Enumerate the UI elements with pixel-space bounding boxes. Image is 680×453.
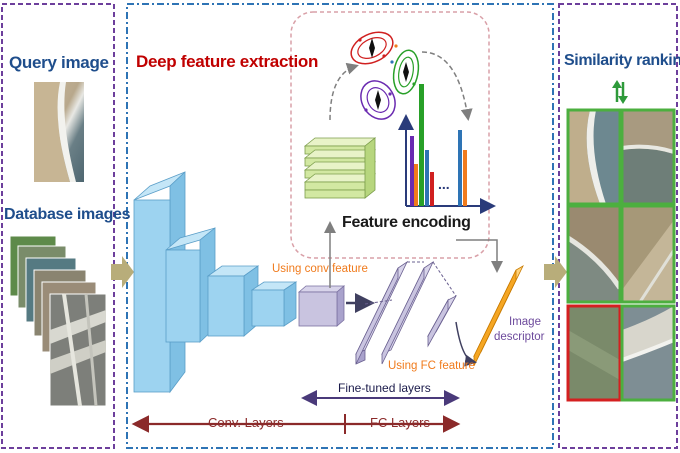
stack-to-cluster-arrow — [329, 62, 359, 121]
fc-layers-label: FC Layers — [370, 415, 430, 430]
result-tile-4 — [620, 204, 676, 304]
fc-layer-3 — [427, 295, 457, 348]
using-conv-feature-label: Using conv feature — [272, 263, 368, 275]
deep-feature-extraction-label: Deep feature extraction — [136, 52, 319, 71]
histogram — [398, 84, 496, 214]
result-tile-3 — [566, 204, 623, 304]
fc-layer-2 — [381, 260, 434, 365]
query-image — [34, 82, 84, 182]
sort-icon — [612, 80, 628, 104]
result-tile-6 — [620, 304, 676, 402]
fc-connections — [364, 261, 457, 305]
query-section-border — [1, 3, 115, 449]
fc-layer-1 — [355, 260, 408, 365]
cluster-icon — [350, 31, 420, 120]
feature-encoding-box — [290, 11, 490, 259]
fine-tuned-layers-label: Fine-tuned layers — [338, 381, 431, 395]
image-descriptor-label-1: Image — [509, 316, 541, 328]
database-images-label: Database images — [4, 206, 131, 223]
database-images-stack — [9, 235, 107, 407]
feature-encoding-label: Feature encoding — [342, 214, 471, 231]
conv-layers-label: Conv. Layers — [208, 415, 284, 430]
output-arrow — [544, 256, 567, 288]
result-tile-2 — [620, 108, 676, 206]
feature-map-stack — [303, 137, 377, 199]
query-image-label: Query image — [9, 53, 109, 72]
input-arrow — [111, 256, 134, 288]
histogram-ellipsis: ... — [438, 176, 450, 192]
conv-feature-block — [297, 285, 346, 327]
extraction-section-border — [126, 3, 554, 449]
result-tile-5 — [566, 304, 622, 402]
image-descriptor-label-2: descriptor — [494, 331, 545, 343]
conv-layer-3 — [206, 265, 260, 337]
ranking-section-border — [558, 3, 678, 449]
cluster-to-histogram-arrow — [421, 51, 473, 121]
encoding-to-descriptor-arrow — [456, 239, 503, 273]
using-fc-feature-label: Using FC feature — [388, 360, 475, 372]
result-tile-1 — [566, 108, 622, 206]
fc-feature-arrow — [455, 321, 477, 367]
similarity-ranking-label: Similarity ranking — [564, 52, 680, 69]
conv-layer-4 — [250, 281, 298, 327]
